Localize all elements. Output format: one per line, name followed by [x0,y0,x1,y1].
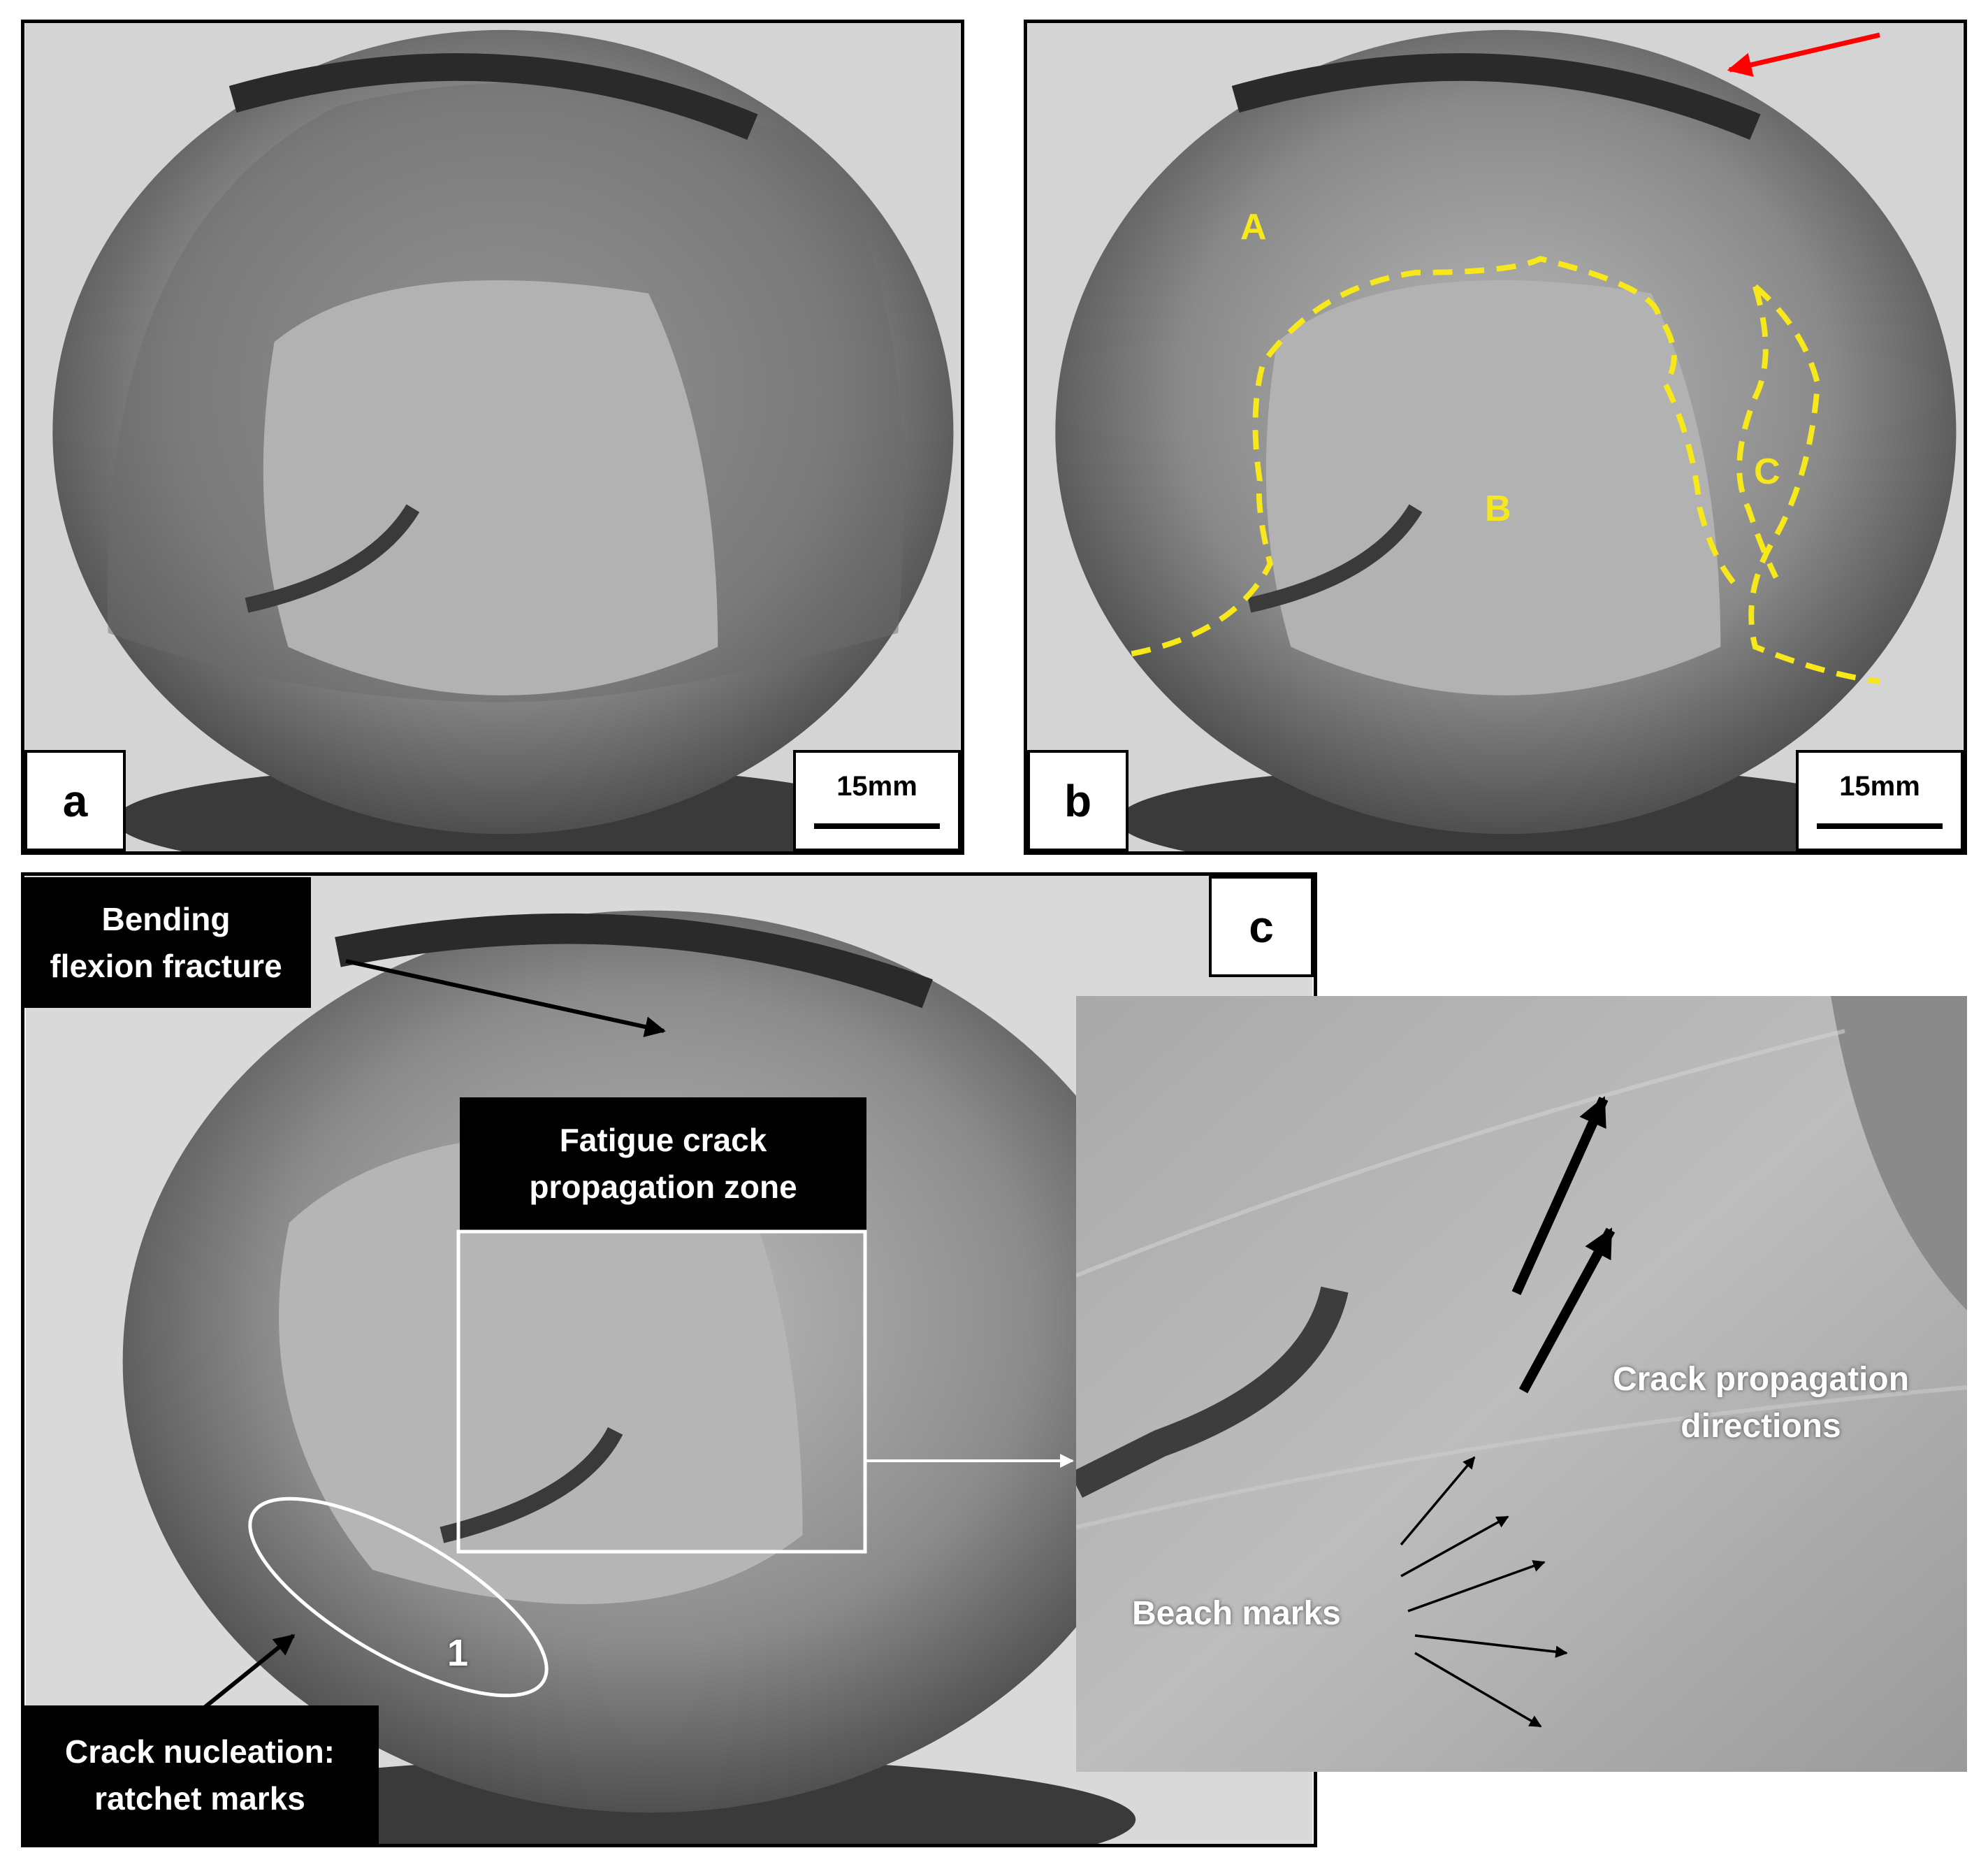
label-crack-dir-line1: Crack propagation [1612,1361,1910,1398]
label-bending-flexion-fracture: Bending flexion fracture [21,877,311,1008]
scale-label-b: 15mm [1839,771,1920,802]
zone-c-outline [1736,284,1880,684]
label-zone-1: 1 [447,1632,469,1674]
label-crack-nucleation: Crack nucleation: ratchet marks [21,1705,379,1845]
label-fatigue-line2: propagation zone [529,1169,797,1205]
zone-b-outline [1131,255,1743,657]
scale-bar-b [1817,823,1943,829]
panel-letter-a: a [24,750,126,851]
fracture-image-b [1027,23,1964,851]
scale-label-a: 15mm [836,771,917,802]
panel-a: a 15mm [21,20,964,855]
region-label-b: B [1485,489,1511,529]
region-label-a: A [1240,207,1267,247]
panel-letter-b: b [1027,750,1129,851]
panel-b: A B C b 15mm [1024,20,1967,855]
region-label-c: C [1754,452,1780,492]
label-nucleation-line2: ratchet marks [94,1780,305,1817]
scale-bar-a [814,823,940,829]
label-fatigue-crack-zone: Fatigue crack propagation zone [460,1097,866,1230]
label-fatigue-line1: Fatigue crack [559,1122,767,1159]
label-beach-marks: Beach marks [1132,1595,1341,1632]
label-nucleation-line1: Crack nucleation: [65,1733,335,1770]
label-bending-line2: flexion fracture [50,947,282,984]
label-crack-dir-line2: directions [1681,1408,1841,1445]
scale-bar-box-a: 15mm [793,750,961,851]
scale-bar-box-b: 15mm [1796,750,1964,851]
label-crack-directions: Crack propagation directions [1565,1356,1957,1450]
label-bending-line1: Bending [101,900,231,937]
panel-letter-c: c [1209,876,1314,977]
fracture-image-a [24,23,961,851]
